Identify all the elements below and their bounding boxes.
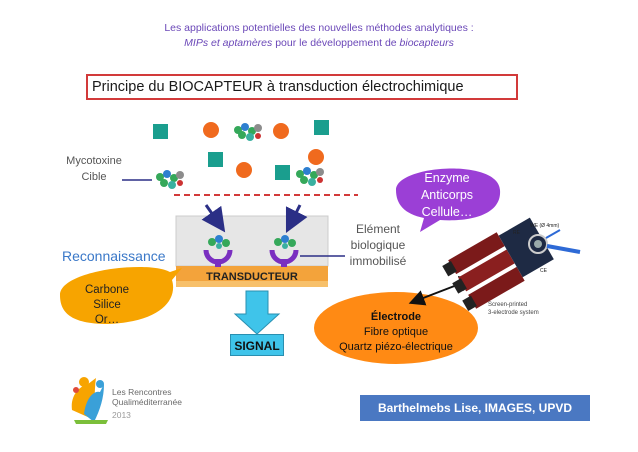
silice-line: Silice	[93, 299, 121, 311]
fibre-line: Fibre optique	[363, 326, 429, 338]
sensor-caption-1: Screen-printed	[488, 302, 528, 308]
molecule-cluster	[296, 167, 324, 186]
element-line-1: Elément	[355, 222, 401, 236]
page-title: Principe du BIOCAPTEUR à transduction él…	[92, 79, 464, 95]
mycotoxine-label: Mycotoxine	[66, 155, 122, 167]
orange-circle	[273, 123, 289, 139]
enzyme-line: Enzyme	[424, 171, 470, 185]
enzyme-bubble-text: Enzyme Anticorps Cellule…	[400, 170, 494, 221]
sensor-caption-2: 3-electrode system	[488, 310, 539, 316]
carbone-bubble	[60, 266, 182, 324]
transducer-bottom	[176, 281, 328, 287]
reconnaissance-label: Reconnaissance	[62, 248, 166, 264]
ce-label: CE	[540, 268, 547, 274]
sensor-body	[175, 215, 329, 267]
signal-label: SIGNAL	[230, 334, 284, 356]
quartz-line: Quartz piézo-électrique	[339, 341, 453, 353]
signal-arrow	[233, 290, 281, 335]
anticorps-line: Anticorps	[420, 188, 474, 202]
electrode-title: Électrode	[370, 311, 422, 323]
cible-label: Cible	[81, 171, 107, 183]
electrode-bubble-text: Électrode Fibre optique Quartz piézo-éle…	[318, 310, 474, 355]
teal-square	[314, 120, 329, 135]
we-label: WE (Ø 4mm)	[530, 223, 560, 229]
orange-circle	[203, 122, 219, 138]
carbone-line: Carbone	[84, 284, 130, 296]
header-line-2: MIPs et aptamères pour le développement …	[0, 37, 638, 49]
receptor-right	[269, 235, 299, 267]
logo-year: 2013	[112, 410, 131, 420]
enzyme-bubble	[396, 168, 501, 232]
element-label: Elément biologique immobilisé	[342, 221, 414, 269]
cellule-line: Cellule…	[421, 205, 473, 219]
title-box	[86, 74, 518, 100]
element-line-2: biologique	[350, 238, 406, 252]
header-line-1: Les applications potentielles des nouvel…	[164, 22, 474, 34]
transducteur-label: TRANSDUCTEUR	[206, 271, 298, 283]
teal-square	[275, 165, 290, 180]
orange-circle	[308, 149, 324, 165]
screen-printed-electrode-image	[442, 217, 581, 311]
logo-line-2: Qualiméditerranée	[112, 397, 182, 407]
re-label: RE	[513, 230, 520, 236]
footer-bar	[360, 395, 590, 421]
electrode-bubble	[314, 292, 478, 364]
transducer-layer	[176, 266, 328, 282]
or-line: Or…	[94, 314, 120, 326]
logo-line-1: Les Rencontres	[112, 387, 172, 397]
footer-author: Barthelmebs Lise, IMAGES, UPVD	[377, 401, 573, 415]
teal-square	[208, 152, 223, 167]
header-biocapteurs: biocapteurs	[399, 37, 454, 49]
sensor-caption: Screen-printed 3-electrode system	[488, 301, 558, 317]
element-line-3: immobilisé	[349, 254, 407, 268]
header-mid-text: pour le développement de	[272, 37, 400, 49]
orange-circle	[236, 162, 252, 178]
target-label: Mycotoxine Cible	[62, 153, 126, 185]
logo-text: Les Rencontres Qualiméditerranée	[112, 387, 182, 407]
conference-logo	[71, 377, 108, 424]
teal-square	[153, 124, 168, 139]
molecule-cluster	[156, 170, 184, 189]
carbone-bubble-text: Carbone Silice Or…	[66, 283, 148, 328]
binding-arrow	[201, 204, 226, 233]
header-mips-aptameres: MIPs et aptamères	[184, 37, 273, 49]
binding-arrow	[285, 204, 308, 234]
receptor-left	[203, 235, 233, 267]
molecule-cluster	[234, 123, 262, 141]
